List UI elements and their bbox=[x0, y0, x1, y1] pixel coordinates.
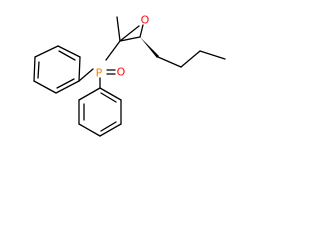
wedge-bond bbox=[140, 37, 159, 58]
bond bbox=[105, 40, 121, 61]
bond bbox=[78, 68, 94, 82]
bond bbox=[34, 45, 59, 58]
bond bbox=[99, 123, 122, 137]
bond bbox=[199, 50, 226, 60]
bond bbox=[99, 87, 122, 101]
bond bbox=[139, 24, 144, 38]
phosphorus-label: P bbox=[96, 67, 103, 80]
bond bbox=[180, 50, 201, 68]
bond bbox=[33, 80, 57, 94]
epoxide-oxygen-label: O bbox=[141, 14, 150, 27]
phenyl-ring-upper bbox=[33, 45, 81, 94]
oxide-oxygen-label: O bbox=[117, 66, 126, 79]
bond bbox=[57, 45, 81, 58]
bond bbox=[33, 56, 36, 82]
bond bbox=[55, 80, 80, 94]
phenyl-ring-lower bbox=[78, 87, 122, 137]
bond bbox=[116, 16, 121, 42]
bond bbox=[100, 121, 117, 132]
bond bbox=[58, 50, 76, 61]
butyl-chain bbox=[157, 50, 226, 68]
bond bbox=[119, 36, 141, 42]
bond bbox=[78, 56, 81, 82]
methyl-group bbox=[116, 16, 121, 42]
bond bbox=[37, 61, 40, 79]
bond bbox=[119, 25, 140, 42]
molecule-structure: O P O bbox=[33, 14, 226, 137]
p-substituent-bonds bbox=[78, 40, 121, 89]
bond bbox=[78, 87, 101, 101]
bond bbox=[157, 56, 182, 68]
bond bbox=[100, 92, 117, 103]
bond bbox=[78, 123, 101, 137]
epoxide-ring bbox=[119, 24, 144, 42]
bond bbox=[56, 78, 75, 89]
